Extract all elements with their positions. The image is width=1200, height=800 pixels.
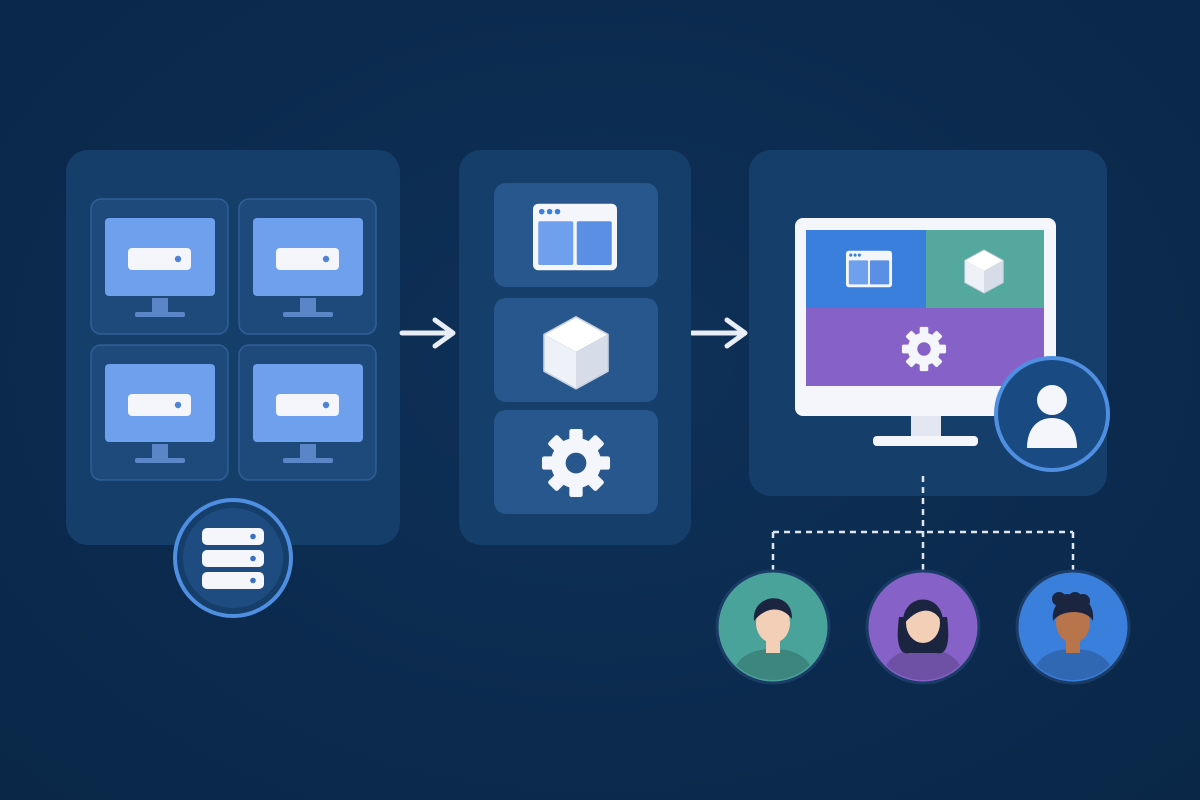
server-led: [174, 255, 182, 263]
server-led: [322, 401, 330, 409]
db-led: [250, 555, 256, 562]
user-connectors: [771, 476, 1075, 574]
gear-icon: [541, 428, 611, 498]
server-slot: [128, 248, 191, 270]
db-led: [250, 577, 256, 584]
monitor-base: [135, 458, 185, 463]
monitor-neck: [300, 298, 316, 312]
server-led: [322, 255, 330, 263]
avatar-hair: [902, 599, 944, 625]
monitor-base: [283, 458, 333, 463]
stage-unified-desktop: [749, 150, 1110, 496]
user-icon: [994, 356, 1110, 472]
server-monitor-2: [238, 198, 377, 335]
stage-app-components: [459, 150, 691, 545]
server-monitor-3: [90, 344, 229, 481]
db-disk-2: [202, 550, 264, 567]
avatar-face: [756, 603, 790, 643]
avatar-hair: [753, 598, 793, 621]
server-slot: [276, 248, 339, 270]
browser-window-icon: [845, 250, 893, 288]
user-body: [1027, 418, 1077, 448]
user-blue-avatar: [1015, 569, 1131, 685]
browser-window-icon: [533, 203, 617, 271]
component-card-3: [494, 410, 658, 514]
stage-virtual-machines: [66, 150, 400, 618]
arrow-right-icon-1: [399, 317, 456, 349]
monitor-neck: [152, 444, 168, 458]
db-led: [250, 533, 256, 540]
monitor-base: [135, 312, 185, 317]
avatar-hair-curl: [1076, 594, 1090, 608]
server-led: [174, 401, 182, 409]
gear-icon: [901, 326, 947, 372]
component-card-2: [494, 298, 658, 402]
server-monitor-1: [90, 198, 229, 335]
monitor-base: [873, 436, 978, 446]
monitor-neck: [911, 416, 941, 438]
server-slot: [128, 394, 191, 416]
db-disk-1: [202, 528, 264, 545]
db-disk-3: [202, 572, 264, 589]
component-card-1: [494, 183, 658, 287]
user-purple-avatar: [865, 569, 981, 685]
monitor-neck: [152, 298, 168, 312]
monitor-neck: [300, 444, 316, 458]
user-head: [1037, 385, 1067, 415]
arrow-right-icon-2: [689, 317, 748, 349]
database-icon: [173, 498, 293, 618]
server-slot: [276, 394, 339, 416]
arrow-head: [724, 317, 748, 349]
monitor-base: [283, 312, 333, 317]
user-teal-avatar: [715, 569, 831, 685]
arrow-head: [432, 317, 456, 349]
server-monitor-4: [238, 344, 377, 481]
